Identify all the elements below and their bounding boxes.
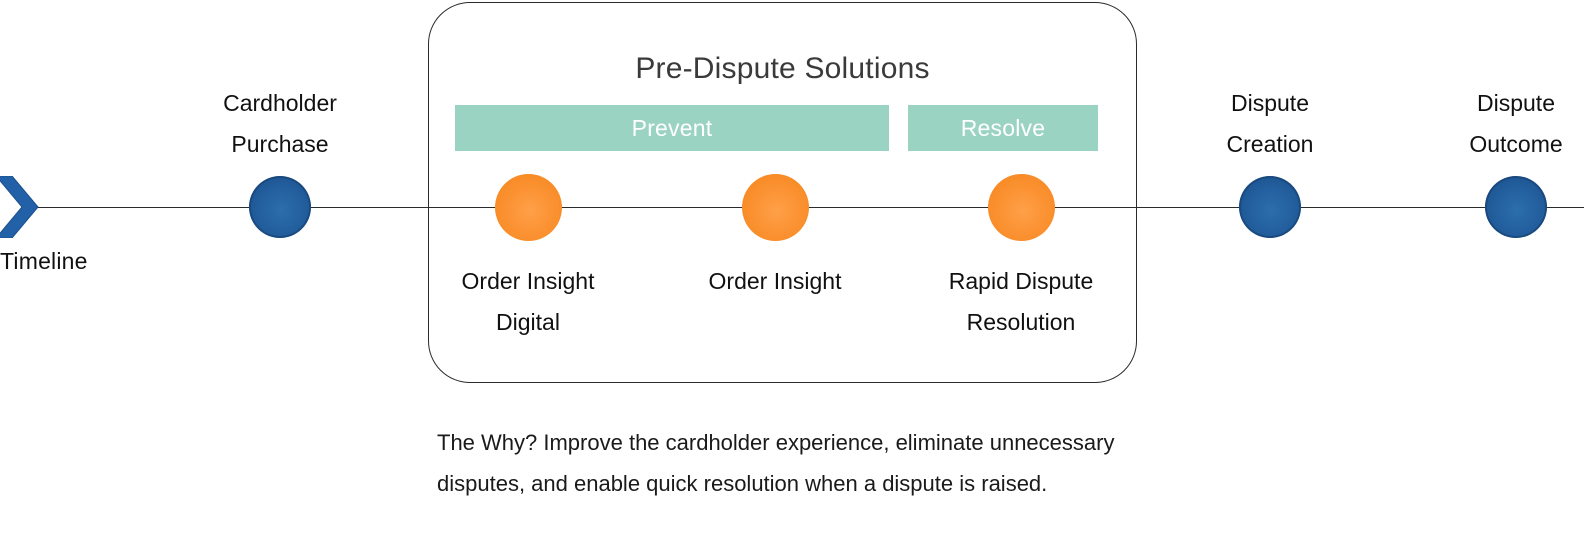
milestone-dot-blue[interactable] [1485,176,1547,238]
milestone-label-order-insight: Order Insight [709,261,842,302]
chevron-right-icon [0,175,40,239]
milestone-label-line2: Purchase [231,131,329,157]
phase-bar-prevent[interactable]: Prevent [455,105,889,151]
milestone-dot-blue[interactable] [1239,176,1301,238]
phase-bar-resolve-label: Resolve [960,114,1046,141]
milestone-label-dispute-outcome: Dispute Outcome [1469,83,1562,165]
milestone-label-line1: Dispute [1231,90,1309,116]
milestone-label-line2: Creation [1226,131,1314,157]
phase-bar-resolve[interactable]: Resolve [908,105,1098,151]
milestone-label-line1: Dispute [1477,90,1555,116]
panel-title: Pre-Dispute Solutions [635,52,930,85]
milestone-label-line2: Digital [496,309,560,335]
pre-dispute-solutions-panel [428,2,1137,383]
milestone-label-line1: Order Insight [708,268,842,294]
timeline-axis-label: Timeline [0,248,88,274]
milestone-label-line1: Cardholder [223,90,337,116]
milestone-dot-orange[interactable] [987,173,1055,241]
milestone-label-rapid-dispute-resolution: Rapid Dispute Resolution [949,261,1093,343]
milestone-label-order-insight-digital: Order Insight Digital [462,261,595,343]
milestone-label-line2: Resolution [966,309,1076,335]
milestone-label-cardholder-purchase: Cardholder Purchase [223,83,337,165]
milestone-label-line1: Order Insight [461,268,595,294]
milestone-dot-orange[interactable] [741,173,809,241]
milestone-label-line1: Rapid Dispute [948,268,1094,294]
milestone-dot-blue[interactable] [249,176,311,238]
milestone-dot-orange[interactable] [494,173,562,241]
caption-text: The Why? Improve the cardholder experien… [437,430,1115,496]
phase-bar-prevent-label: Prevent [631,114,713,141]
milestone-label-line2: Outcome [1469,131,1563,157]
milestone-label-dispute-creation: Dispute Creation [1227,83,1314,165]
